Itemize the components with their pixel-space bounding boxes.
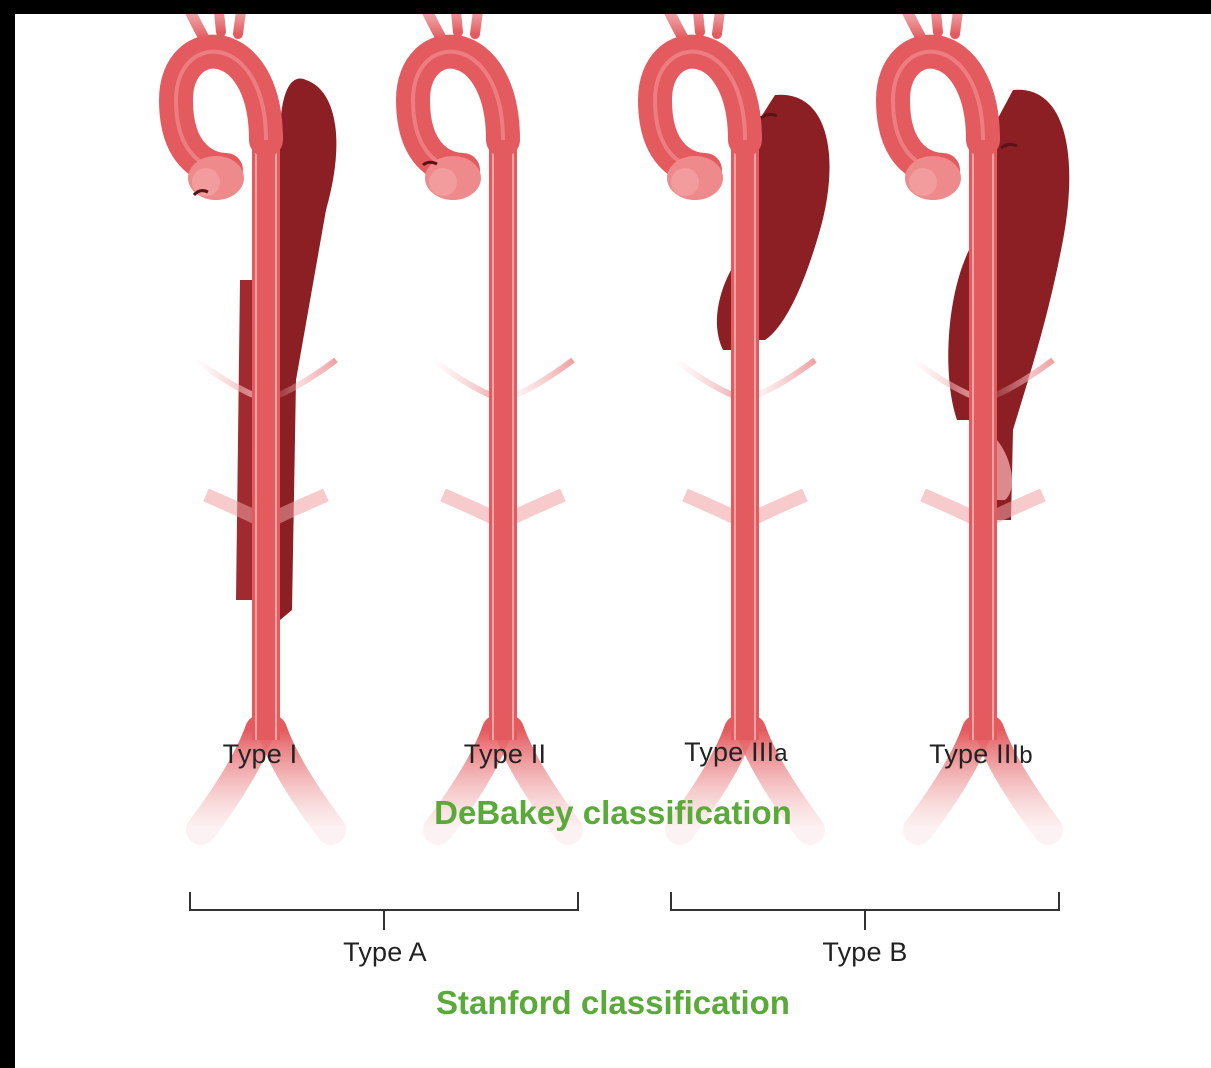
diagram-canvas: Type I Type II Type IIIa Type IIIb DeBak…: [15, 14, 1211, 1068]
aorta-type-3b: [893, 14, 1069, 830]
stanford-bracket-a: [190, 892, 578, 930]
debakey-title: DeBakey classification: [434, 794, 792, 832]
stanford-type-a-label: Type A: [343, 937, 427, 968]
aorta-type-1: [166, 14, 336, 830]
type-1-label: Type I: [223, 739, 298, 770]
stanford-bracket-b: [671, 892, 1059, 930]
stanford-title: Stanford classification: [436, 984, 790, 1022]
aorta-type-2: [401, 14, 573, 830]
type-3b-label: Type IIIb: [929, 739, 1033, 770]
type-3a-label: Type IIIa: [684, 737, 788, 768]
aorta-illustrations: [15, 14, 1211, 1068]
type-2-label: Type II: [464, 739, 546, 770]
stanford-type-b-label: Type B: [822, 937, 907, 968]
aorta-type-3a: [655, 14, 830, 830]
